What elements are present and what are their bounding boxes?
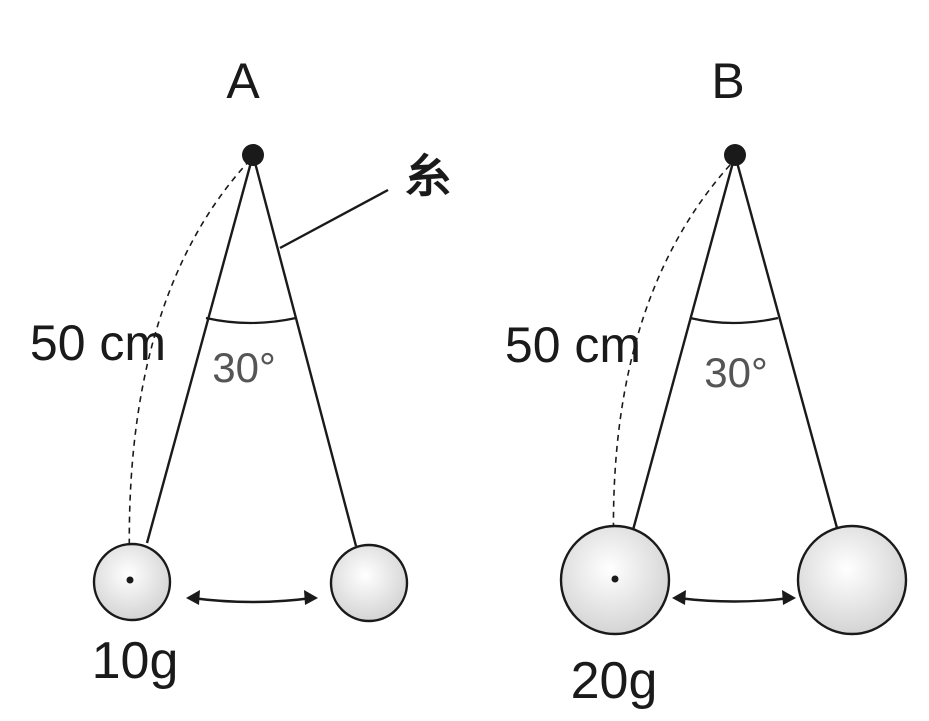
pendulum-b-arrowhead-left: [672, 590, 686, 605]
pendulum-b-bob-center-dot: [611, 575, 619, 583]
pendulum-b-length-label: 50 cm: [505, 317, 641, 373]
pendulum-a-pivot: [242, 144, 264, 166]
pendulum-a-title: A: [226, 53, 260, 109]
pendulum-a-angle-arc: [205, 316, 297, 325]
pendulum-a-length-indicator: [128, 159, 251, 579]
pendulum-a-mass-label: 10g: [92, 632, 179, 690]
pendulum-a-length-label: 50 cm: [30, 315, 166, 371]
pendulum-b-string-right: [733, 154, 839, 529]
string-label-pointer: [279, 188, 389, 250]
pendulum-b-title: B: [711, 53, 744, 109]
pendulum-a-string-right: [251, 154, 358, 547]
pendulum-a-arrowhead-left: [186, 590, 200, 605]
pendulum-b-string-left: [631, 154, 737, 531]
pendulum-a: A 糸 50 cm 30° 10g: [30, 53, 451, 690]
pendulum-a-bob-center-dot: [126, 576, 134, 584]
pendulum-b-angle-arc: [689, 316, 779, 325]
pendulum-b-swing-arrow: [677, 596, 791, 603]
pendulum-a-angle-label: 30°: [212, 344, 276, 391]
pendulum-b: B 50 cm 30° 20g: [505, 53, 908, 710]
pendulum-a-swing-arrow: [191, 596, 313, 604]
pendulum-b-mass-label: 20g: [571, 652, 658, 710]
string-label: 糸: [405, 149, 451, 203]
pendulum-b-arrowhead-right: [782, 590, 796, 605]
pendulum-a-string-left: [145, 154, 255, 544]
pendulum-a-arrowhead-right: [304, 590, 318, 605]
pendulum-b-pivot: [724, 144, 746, 166]
pendulum-b-angle-label: 30°: [704, 349, 768, 396]
pendulum-a-bob-right: [329, 543, 409, 623]
pendulum-b-length-indicator: [612, 164, 731, 579]
pendulum-b-bob-right: [796, 524, 908, 636]
